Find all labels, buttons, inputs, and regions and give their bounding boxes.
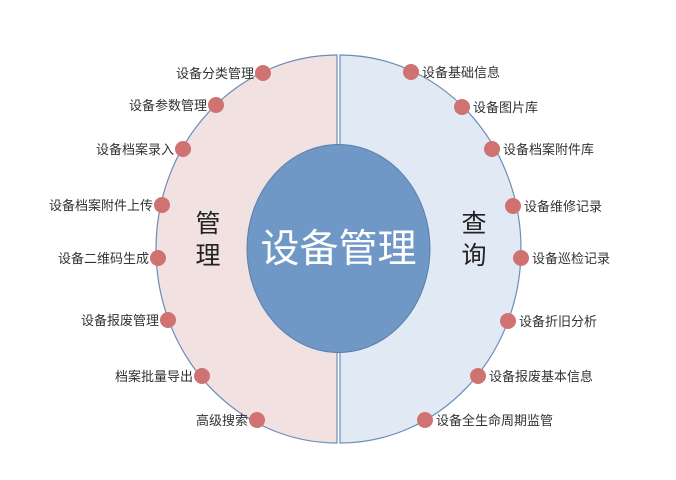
item-dot xyxy=(505,198,521,214)
management-item: 设备分类管理 xyxy=(176,65,271,82)
item-label: 设备档案附件上传 xyxy=(49,198,153,214)
center-circle xyxy=(246,144,431,353)
management-item: 设备二维码生成 xyxy=(58,250,166,267)
management-items: 设备分类管理设备参数管理设备档案录入设备档案附件上传设备二维码生成设备报废管理档… xyxy=(49,65,271,429)
query-item: 设备图片库 xyxy=(454,99,538,116)
item-label: 设备报废基本信息 xyxy=(489,369,593,385)
item-label: 设备全生命周期监管 xyxy=(436,413,553,429)
management-item: 设备参数管理 xyxy=(129,97,224,114)
query-item: 设备基础信息 xyxy=(403,64,500,81)
item-dot xyxy=(513,250,529,266)
item-label: 设备档案录入 xyxy=(96,142,174,158)
item-dot xyxy=(484,141,500,157)
item-dot xyxy=(500,313,516,329)
query-item: 设备报废基本信息 xyxy=(470,368,593,385)
item-label: 设备报废管理 xyxy=(81,313,159,329)
item-dot xyxy=(208,97,224,113)
item-dot xyxy=(175,141,191,157)
item-label: 设备分类管理 xyxy=(176,66,254,82)
management-item: 档案批量导出 xyxy=(115,368,210,385)
item-dot xyxy=(160,312,176,328)
query-item: 设备维修记录 xyxy=(505,198,602,215)
item-label: 设备折旧分析 xyxy=(519,314,597,330)
item-label: 设备图片库 xyxy=(473,100,538,116)
management-title-char: 管 xyxy=(195,209,220,238)
item-label: 设备档案附件库 xyxy=(503,142,594,158)
item-label: 设备基础信息 xyxy=(422,65,500,81)
item-label: 设备二维码生成 xyxy=(58,251,149,267)
management-title-char: 理 xyxy=(195,241,220,270)
item-label: 高级搜索 xyxy=(196,413,248,429)
center-title: 设备管理 xyxy=(260,227,416,272)
item-label: 设备巡检记录 xyxy=(532,251,610,267)
item-dot xyxy=(454,99,470,115)
management-item: 高级搜索 xyxy=(196,412,265,429)
query-item: 设备全生命周期监管 xyxy=(417,412,553,429)
item-dot xyxy=(470,368,486,384)
management-item: 设备档案附件上传 xyxy=(49,197,170,214)
item-dot xyxy=(417,412,433,428)
item-dot xyxy=(194,368,210,384)
item-dot xyxy=(403,64,419,80)
query-item: 设备折旧分析 xyxy=(500,313,597,330)
management-item: 设备档案录入 xyxy=(96,141,191,158)
query-title-char: 查 xyxy=(461,209,486,238)
query-item: 设备巡检记录 xyxy=(513,250,610,267)
item-label: 设备参数管理 xyxy=(129,98,207,114)
item-label: 设备维修记录 xyxy=(524,199,602,215)
management-item: 设备报废管理 xyxy=(81,312,176,329)
item-dot xyxy=(249,412,265,428)
query-item: 设备档案附件库 xyxy=(484,141,594,158)
item-dot xyxy=(255,65,271,81)
item-label: 档案批量导出 xyxy=(115,370,193,385)
item-dot xyxy=(154,197,170,213)
query-items: 设备基础信息设备图片库设备档案附件库设备维修记录设备巡检记录设备折旧分析设备报废… xyxy=(403,64,610,429)
item-dot xyxy=(150,250,166,266)
query-title-char: 询 xyxy=(461,241,486,270)
